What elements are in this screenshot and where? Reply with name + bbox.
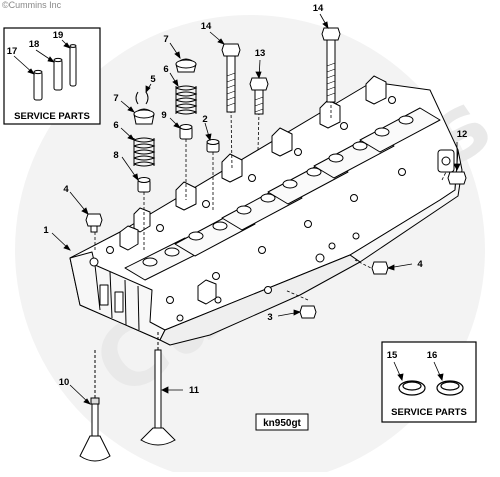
copyright-text: ©Cummins Inc [2, 0, 62, 10]
valve-spring-stack-rear [175, 58, 198, 140]
callout-3: 3 [267, 312, 272, 323]
valve-exhaust-10 [79, 397, 111, 462]
callout-8: 8 [113, 150, 118, 161]
callout-6-top: 6 [163, 64, 168, 75]
plug-12 [447, 171, 467, 185]
callout-14-left: 14 [201, 21, 212, 32]
callout-16: 16 [427, 350, 438, 361]
figure-code-box: kn950gt [255, 413, 309, 431]
callout-1: 1 [43, 225, 49, 236]
plug-4-top [85, 213, 103, 233]
service-parts-title-top: SERVICE PARTS [14, 111, 90, 122]
cap-screw-13 [249, 77, 269, 115]
plug-3 [299, 305, 317, 319]
callout-7-top: 7 [163, 34, 168, 45]
callout-6-left: 6 [113, 120, 118, 131]
valve-guide-2 [206, 139, 220, 153]
service-parts-box-top: SERVICE PARTS [3, 27, 101, 125]
callout-7-left: 7 [113, 93, 118, 104]
callout-19: 19 [53, 30, 64, 41]
figure-code: kn950gt [263, 418, 301, 429]
callout-17: 17 [7, 46, 18, 57]
cap-screw-14-left [221, 43, 241, 113]
cap-screw-14-right [321, 27, 341, 103]
callout-14-right: 14 [313, 3, 324, 14]
callout-5: 5 [150, 74, 156, 85]
plug-4-side [371, 261, 389, 275]
callout-9: 9 [161, 110, 166, 121]
callout-4-right: 4 [417, 259, 423, 270]
callout-2: 2 [202, 114, 207, 125]
callout-18: 18 [29, 39, 40, 50]
callout-15: 15 [387, 350, 398, 361]
callout-numbers: 1 2 3 4 4 5 6 6 7 7 8 9 10 11 12 13 14 1… [7, 3, 468, 396]
service-parts-box-bottom: SERVICE PARTS [381, 341, 477, 423]
callout-10: 10 [59, 377, 70, 388]
callout-4-top: 4 [63, 184, 69, 195]
callout-11: 11 [189, 385, 200, 396]
leader-lines [13, 13, 461, 405]
service-parts-title-bottom: SERVICE PARTS [391, 407, 467, 418]
callout-13: 13 [255, 48, 266, 59]
cylinder-head [69, 75, 463, 346]
assembly-axes [94, 100, 447, 301]
callout-12: 12 [457, 129, 468, 140]
